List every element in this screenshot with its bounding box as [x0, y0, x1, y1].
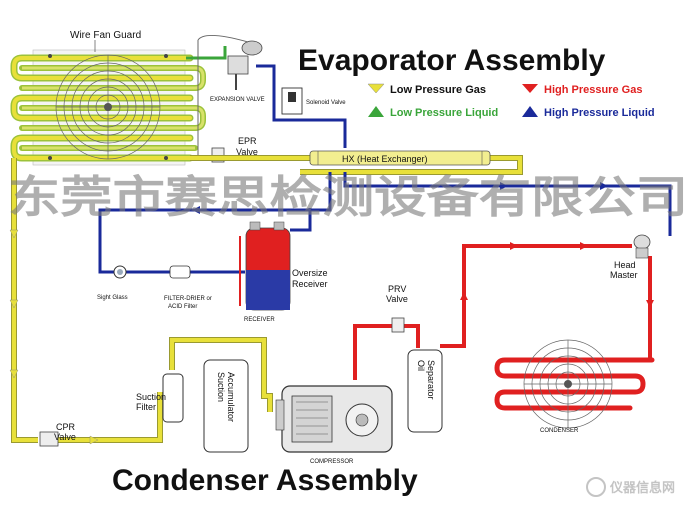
epr-label-1: EPR — [238, 136, 257, 146]
wire-fan-guard-label: Wire Fan Guard — [70, 30, 141, 41]
prv-label-2: Valve — [386, 294, 408, 304]
receiver-label: RECEIVER — [244, 317, 275, 323]
suction-filter-label-2: Filter — [136, 402, 156, 412]
filter-drier — [169, 265, 191, 279]
suction-filter — [162, 373, 184, 423]
compressor — [275, 385, 393, 453]
receiver — [239, 221, 291, 311]
logo: 仪器信息网 — [586, 477, 675, 497]
logo-icon — [586, 477, 606, 497]
hx-label: HX (Heat Exchanger) — [342, 154, 428, 164]
heat-exchanger — [309, 150, 491, 166]
head-master-label-1: Head — [614, 260, 636, 270]
solenoid-valve — [281, 87, 303, 115]
cpr-valve — [39, 431, 59, 447]
svg-text:Low Pressure Liquid: Low Pressure Liquid — [390, 107, 498, 119]
svg-text:High Pressure Liquid: High Pressure Liquid — [544, 107, 655, 119]
legend-hp-gas: High Pressure Gas — [522, 84, 642, 96]
oil-separator-label-1: Oil — [416, 360, 426, 371]
logo-text: 仪器信息网 — [609, 480, 675, 496]
evaporator-assembly-title: Evaporator Assembly — [298, 44, 606, 77]
oil-separator — [407, 349, 443, 433]
oversize-receiver-label-2: Receiver — [292, 279, 328, 289]
cpr-label-2: Valve — [54, 432, 76, 442]
sight-glass-label: Sight Glass — [97, 295, 128, 301]
condenser-coil — [494, 339, 655, 429]
watermark-text: 东莞市赛思检测设备有限公司 — [8, 172, 688, 223]
suction-accumulator-label-1: Suction — [216, 372, 226, 402]
sight-glass — [113, 265, 127, 279]
svg-text:High Pressure Gas: High Pressure Gas — [544, 84, 642, 96]
suction-filter-label-1: Suction — [136, 392, 166, 402]
filter-drier-label-2: ACID Filter — [168, 304, 197, 310]
filter-drier-label-1: FILTER-DRIER or — [164, 296, 212, 302]
hp-liquid-line-top — [256, 64, 347, 148]
suction-accumulator-label-2: Accumulator — [226, 372, 236, 422]
head-master-label-2: Master — [610, 270, 638, 280]
oversize-receiver-label-1: Oversize — [292, 268, 328, 278]
prv-valve — [391, 317, 405, 333]
suction-accumulator — [203, 359, 249, 453]
condenser-label: CONDENSER — [540, 428, 579, 434]
expansion-valve-label: EXPANSION VALVE — [210, 97, 265, 103]
flow-arrows — [9, 182, 654, 445]
legend-hp-liquid: High Pressure Liquid — [522, 106, 655, 119]
prv-label-1: PRV — [388, 284, 406, 294]
head-master — [633, 234, 651, 259]
compressor-label: COMPRESSOR — [310, 459, 354, 465]
oil-separator-label-2: Separator — [426, 360, 436, 400]
legend: Low Pressure Gas Low Pressure Liquid Hig… — [367, 83, 655, 119]
evaporator-coil — [10, 49, 206, 166]
cpr-label-1: CPR — [56, 422, 76, 432]
solenoid-valve-label: Solenoid Valve — [306, 100, 346, 106]
condenser-assembly-title: Condenser Assembly — [112, 464, 418, 497]
lp-gas-line-compressor — [169, 337, 273, 412]
legend-lp-liquid: Low Pressure Liquid — [368, 106, 498, 119]
epr-label-2: Valve — [236, 147, 258, 157]
expansion-valve — [186, 35, 263, 155]
legend-lp-gas: Low Pressure Gas — [367, 83, 486, 96]
svg-text:Low Pressure Gas: Low Pressure Gas — [390, 84, 486, 96]
